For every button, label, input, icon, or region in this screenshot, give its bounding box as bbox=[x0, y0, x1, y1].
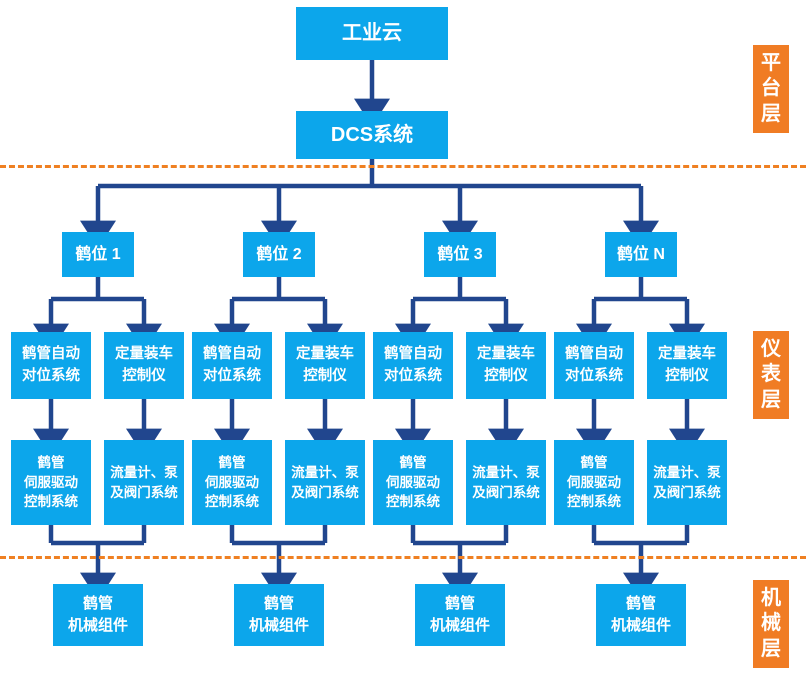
layer-tag-instrument-char-1: 仪 bbox=[761, 337, 781, 360]
node-bay-3-label: 鹤位 3 bbox=[437, 245, 483, 263]
node-mechanical-3-line-2: 机械组件 bbox=[429, 617, 490, 634]
node-instrument-4-line-1: 定量装车 bbox=[296, 346, 354, 363]
node-drive-6-line-2: 及阀门系统 bbox=[472, 484, 540, 500]
node-mechanical-1-line-1: 鹤管 bbox=[82, 595, 113, 613]
divider-instrument-mechanical bbox=[0, 556, 806, 559]
node-industrial-cloud[interactable]: 工业云 bbox=[296, 7, 448, 60]
node-bay-2-label: 鹤位 2 bbox=[256, 245, 302, 263]
node-instrument-5-line-1: 鹤管自动 bbox=[384, 346, 442, 363]
node-instrument-8[interactable]: 定量装车 控制仪 bbox=[647, 332, 727, 399]
node-drive-1-line-3: 控制系统 bbox=[24, 494, 78, 510]
layer-tag-mechanical-char-3: 层 bbox=[761, 637, 781, 660]
layer-tag-mechanical-char-1: 机 bbox=[761, 586, 781, 609]
node-mechanical-2-line-1: 鹤管 bbox=[263, 595, 294, 613]
node-drive-2-line-2: 及阀门系统 bbox=[110, 484, 178, 500]
node-bay-4-label: 鹤位 N bbox=[616, 245, 665, 263]
divider-platform-instrument bbox=[0, 165, 806, 168]
node-instrument-7-line-1: 鹤管自动 bbox=[565, 346, 623, 363]
node-drive-2-line-1: 流量计、泵 bbox=[110, 464, 178, 480]
node-mechanical-4[interactable]: 鹤管 机械组件 bbox=[596, 584, 686, 646]
node-drive-6-line-1: 流量计、泵 bbox=[472, 464, 540, 480]
layer-tag-platform-char-3: 层 bbox=[761, 102, 781, 125]
node-instrument-6-line-2: 控制仪 bbox=[484, 367, 528, 384]
node-drive-4-line-2: 及阀门系统 bbox=[291, 484, 359, 500]
node-instrument-6-line-1: 定量装车 bbox=[477, 346, 535, 363]
node-mechanical-2[interactable]: 鹤管 机械组件 bbox=[234, 584, 324, 646]
layer-tag-mechanical-char-2: 械 bbox=[761, 612, 781, 635]
node-instrument-4[interactable]: 定量装车 控制仪 bbox=[285, 332, 365, 399]
node-industrial-cloud-label: 工业云 bbox=[342, 22, 402, 44]
node-drive-8-line-2: 及阀门系统 bbox=[653, 484, 721, 500]
node-instrument-3[interactable]: 鹤管自动 对位系统 bbox=[192, 332, 272, 399]
node-instrument-7-line-2: 对位系统 bbox=[565, 367, 623, 384]
node-drive-5-line-3: 控制系统 bbox=[386, 494, 440, 510]
node-instrument-5[interactable]: 鹤管自动 对位系统 bbox=[373, 332, 453, 399]
node-mechanical-2-line-2: 机械组件 bbox=[248, 617, 309, 634]
node-drive-1[interactable]: 鹤管 伺服驱动 控制系统 bbox=[11, 440, 91, 525]
node-instrument-2-line-1: 定量装车 bbox=[115, 346, 173, 363]
node-mechanical-3[interactable]: 鹤管 机械组件 bbox=[415, 584, 505, 646]
layer-tag-platform: 平 台 层 bbox=[753, 45, 789, 133]
node-drive-5-line-1: 鹤管 bbox=[399, 455, 427, 471]
node-instrument-6[interactable]: 定量装车 控制仪 bbox=[466, 332, 546, 399]
layer-tag-instrument: 仪 表 层 bbox=[753, 331, 789, 419]
node-dcs-system[interactable]: DCS系统 bbox=[296, 111, 448, 159]
node-bay-4[interactable]: 鹤位 N bbox=[605, 232, 677, 277]
node-drive-7-line-1: 鹤管 bbox=[580, 455, 608, 471]
layer-tag-instrument-char-2: 表 bbox=[761, 363, 781, 386]
node-drive-7[interactable]: 鹤管 伺服驱动 控制系统 bbox=[554, 440, 634, 525]
node-drive-3-line-3: 控制系统 bbox=[205, 494, 259, 510]
node-instrument-2[interactable]: 定量装车 控制仪 bbox=[104, 332, 184, 399]
node-drive-3[interactable]: 鹤管 伺服驱动 控制系统 bbox=[192, 440, 272, 525]
node-drive-5-line-2: 伺服驱动 bbox=[386, 474, 440, 490]
layer-tag-mechanical: 机 械 层 bbox=[753, 580, 789, 668]
node-drive-8[interactable]: 流量计、泵 及阀门系统 bbox=[647, 440, 727, 525]
node-instrument-7[interactable]: 鹤管自动 对位系统 bbox=[554, 332, 634, 399]
node-bay-1[interactable]: 鹤位 1 bbox=[62, 232, 134, 277]
node-mechanical-4-line-2: 机械组件 bbox=[610, 617, 671, 634]
node-instrument-2-line-2: 控制仪 bbox=[122, 367, 166, 384]
node-instrument-3-line-1: 鹤管自动 bbox=[203, 346, 261, 363]
layer-tag-instrument-char-3: 层 bbox=[761, 388, 781, 411]
node-drive-8-line-1: 流量计、泵 bbox=[653, 464, 721, 480]
node-instrument-8-line-1: 定量装车 bbox=[658, 346, 716, 363]
node-drive-7-line-3: 控制系统 bbox=[567, 494, 621, 510]
node-drive-6[interactable]: 流量计、泵 及阀门系统 bbox=[466, 440, 546, 525]
node-drive-4[interactable]: 流量计、泵 及阀门系统 bbox=[285, 440, 365, 525]
node-instrument-8-line-2: 控制仪 bbox=[665, 367, 709, 384]
layer-tag-platform-char-2: 台 bbox=[761, 77, 781, 100]
node-drive-7-line-2: 伺服驱动 bbox=[567, 474, 621, 490]
node-drive-1-line-1: 鹤管 bbox=[37, 455, 65, 471]
node-bay-2[interactable]: 鹤位 2 bbox=[243, 232, 315, 277]
node-instrument-4-line-2: 控制仪 bbox=[303, 367, 347, 384]
node-mechanical-3-line-1: 鹤管 bbox=[444, 595, 475, 613]
node-bay-1-label: 鹤位 1 bbox=[75, 245, 121, 263]
layer-tag-platform-char-1: 平 bbox=[761, 51, 781, 74]
node-drive-3-line-2: 伺服驱动 bbox=[205, 474, 259, 490]
node-drive-3-line-1: 鹤管 bbox=[218, 455, 246, 471]
node-mechanical-1[interactable]: 鹤管 机械组件 bbox=[53, 584, 143, 646]
node-mechanical-1-line-2: 机械组件 bbox=[67, 617, 128, 634]
node-drive-2[interactable]: 流量计、泵 及阀门系统 bbox=[104, 440, 184, 525]
node-instrument-5-line-2: 对位系统 bbox=[384, 367, 442, 384]
node-drive-5[interactable]: 鹤管 伺服驱动 控制系统 bbox=[373, 440, 453, 525]
node-dcs-system-label: DCS系统 bbox=[330, 123, 414, 146]
node-instrument-1-line-1: 鹤管自动 bbox=[22, 346, 80, 363]
node-instrument-3-line-2: 对位系统 bbox=[203, 367, 261, 384]
node-instrument-1-line-2: 对位系统 bbox=[22, 367, 80, 384]
node-drive-4-line-1: 流量计、泵 bbox=[291, 464, 359, 480]
node-instrument-1[interactable]: 鹤管自动 对位系统 bbox=[11, 332, 91, 399]
node-bay-3[interactable]: 鹤位 3 bbox=[424, 232, 496, 277]
node-mechanical-4-line-1: 鹤管 bbox=[625, 595, 656, 613]
node-drive-1-line-2: 伺服驱动 bbox=[24, 474, 78, 490]
